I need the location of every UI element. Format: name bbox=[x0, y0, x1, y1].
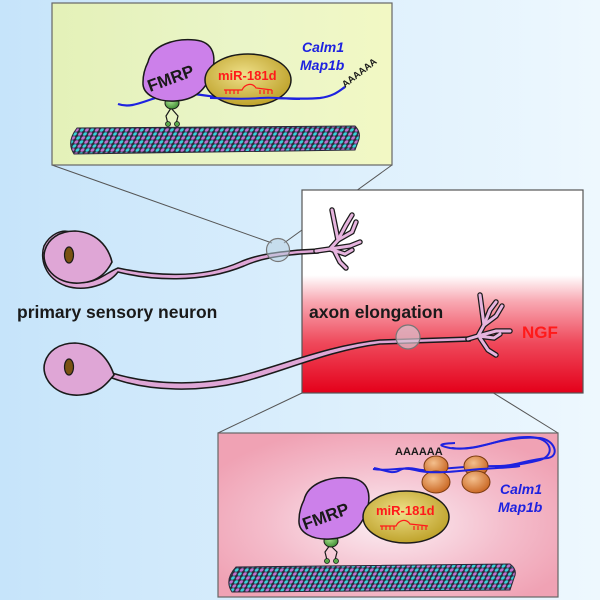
mirna-label-bottom: miR-181d bbox=[376, 503, 435, 518]
connector-bottom-left bbox=[217, 392, 303, 434]
axon-elongation-label: axon elongation bbox=[309, 302, 443, 322]
gene-calm1-top: Calm1 bbox=[302, 39, 344, 55]
connector-top-left bbox=[51, 164, 273, 244]
microtubule-top bbox=[70, 125, 360, 155]
gene-map1b-top: Map1b bbox=[300, 57, 345, 73]
zoom-region-bottom bbox=[395, 324, 421, 350]
gene-map1b-bottom: Map1b bbox=[498, 499, 543, 515]
neuron-label: primary sensory neuron bbox=[17, 302, 217, 322]
mirna-hairpin-bottom bbox=[380, 519, 429, 530]
top-inset: AAAAAA FMRP miR-181d Calm1 Map1b bbox=[51, 2, 393, 166]
neuron-bottom bbox=[43, 292, 513, 396]
bottom-inset: FMRP miR-181d AAAAAA Calm1 Map1b bbox=[217, 432, 559, 598]
mirna-complex-bottom bbox=[362, 490, 450, 544]
nucleus-top bbox=[63, 246, 75, 264]
ngf-label: NGF bbox=[522, 323, 558, 342]
gene-calm1-bottom: Calm1 bbox=[500, 481, 542, 497]
nucleus-bottom bbox=[63, 358, 75, 376]
fmrp-protein-bottom bbox=[298, 476, 370, 540]
zoom-region-top bbox=[265, 237, 291, 263]
neuron-top bbox=[41, 207, 363, 289]
cell-body-bottom bbox=[43, 342, 115, 396]
mirna-label-top: miR-181d bbox=[218, 68, 277, 83]
ngf-compartment bbox=[301, 189, 584, 394]
ngf-gradient-box bbox=[301, 189, 584, 394]
polya-tail-bottom: AAAAAA bbox=[395, 446, 443, 458]
microtubule-bottom bbox=[228, 563, 516, 593]
ribosome-1 bbox=[421, 455, 451, 494]
mirna-hairpin-top bbox=[224, 83, 273, 94]
fmrp-protein-top bbox=[142, 38, 215, 102]
ribosome-2 bbox=[461, 455, 491, 494]
cell-body-top bbox=[43, 230, 113, 284]
